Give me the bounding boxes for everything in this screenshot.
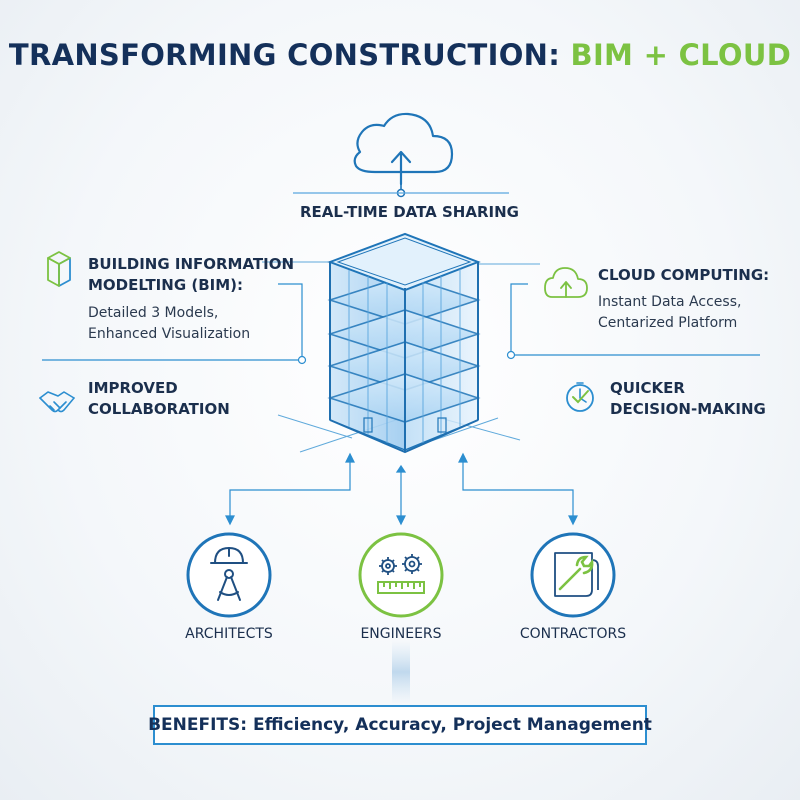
- cloud-computing-heading: CLOUD COMPUTING:: [598, 266, 770, 284]
- building-illustration: [262, 232, 540, 454]
- bim-heading-line1: BUILDING INFORMATION: [88, 255, 295, 273]
- right-connector: [506, 283, 760, 360]
- clock-check-icon: [566, 382, 594, 412]
- handshake-icon: [39, 391, 75, 413]
- collaboration-line2: COLLABORATION: [88, 400, 230, 418]
- decision-line1: QUICKER: [610, 379, 685, 397]
- gears-ruler-icon: [358, 532, 444, 618]
- benefits-text: BENEFITS: Efficiency, Accuracy, Project …: [148, 715, 652, 735]
- benefits-box: BENEFITS: Efficiency, Accuracy, Project …: [148, 705, 652, 745]
- cloud-upload-icon: [353, 112, 454, 186]
- cloud-computing-detail-line2: Centarized Platform: [598, 315, 738, 331]
- cloud-label: REAL-TIME DATA SHARING: [300, 203, 519, 221]
- collaboration-line1: IMPROVED: [88, 379, 178, 397]
- distribution-arrows: [225, 452, 578, 526]
- bim-heading-line2: MODELTING (BIM):: [88, 276, 244, 294]
- role-architects: ARCHITECTS: [185, 626, 273, 642]
- bim-detail-line2: Enhanced Visualization: [88, 326, 251, 342]
- role-contractors: CONTRACTORS: [519, 626, 627, 642]
- role-engineers: ENGINEERS: [360, 626, 442, 642]
- title-main: TRANSFORMING CONSTRUCTION:: [8, 38, 571, 72]
- decision-line2: DECISION-MAKING: [610, 400, 766, 418]
- title-accent: BIM + CLOUD: [570, 38, 792, 72]
- cube-icon: [47, 251, 71, 287]
- light-streak: [392, 640, 410, 704]
- left-connector: [42, 283, 307, 365]
- bim-detail-line1: Detailed 3 Models,: [88, 305, 219, 321]
- page-title: TRANSFORMING CONSTRUCTION: BIM + CLOUD: [0, 38, 800, 72]
- architect-icon: [186, 532, 272, 618]
- wrench-blueprint-icon: [530, 532, 616, 618]
- cloud-computing-icon: [544, 267, 588, 298]
- cloud-computing-detail-line1: Instant Data Access,: [598, 294, 742, 310]
